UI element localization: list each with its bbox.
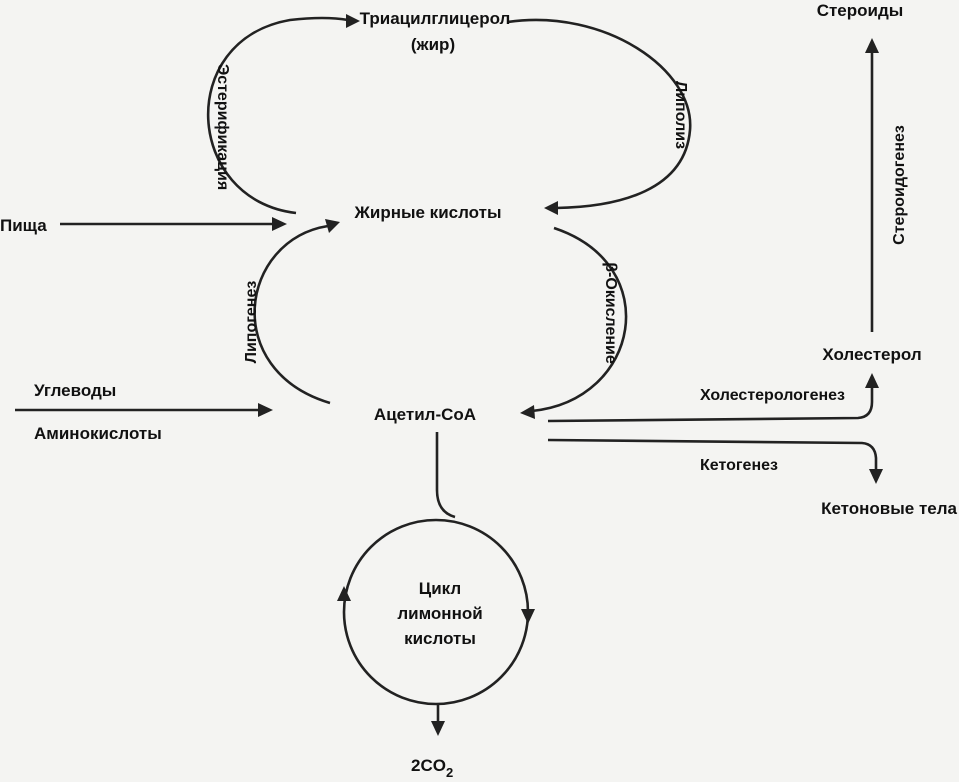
co2-prefix: 2CO bbox=[411, 756, 446, 775]
esterification-arc bbox=[206, 16, 349, 215]
fat-label: (жир) bbox=[411, 35, 455, 54]
cholesterol-label: Холестерол bbox=[822, 345, 921, 364]
co2-label: 2CO2 bbox=[411, 756, 453, 780]
steroidogenesis-label: Стероидогенез bbox=[891, 125, 908, 245]
lipolysis-label: Липолиз bbox=[672, 81, 689, 149]
acetyl-coa-label: Ацетил-СоА bbox=[374, 405, 476, 424]
carbs-aminoacids-arrowhead bbox=[258, 403, 273, 417]
triacylglycerol-label: Триацилглицерол bbox=[360, 9, 511, 28]
process-labels: Эстерификация Липолиз Липогенез β-Окисле… bbox=[214, 64, 908, 474]
co2-subscript: 2 bbox=[446, 765, 453, 780]
cholesterologenesis-line bbox=[547, 387, 874, 423]
cholesterologenesis-label: Холестерологенез bbox=[700, 387, 845, 404]
acetyl-to-cycle-line bbox=[435, 432, 456, 519]
cholesterologenesis-arrowhead bbox=[865, 373, 879, 388]
ketone-bodies-label: Кетоновые тела bbox=[821, 499, 957, 518]
citric-cycle-line3: кислоты bbox=[404, 629, 476, 648]
food-label: Пища bbox=[0, 216, 47, 235]
amino-acids-label: Аминокислоты bbox=[34, 424, 162, 443]
cycle-arrowhead-left bbox=[337, 586, 351, 601]
lipolysis-arrowhead bbox=[544, 201, 558, 215]
lipogenesis-arc bbox=[253, 224, 331, 405]
beta-oxidation-arrowhead bbox=[520, 405, 535, 419]
cycle-arrowhead-right bbox=[521, 609, 535, 624]
beta-oxidation-arc bbox=[531, 226, 628, 413]
lipolysis-arc bbox=[507, 18, 692, 210]
ketogenesis-arrowhead bbox=[869, 469, 883, 484]
co2-arrowhead bbox=[431, 721, 445, 736]
beta-oxidation-label: β-Окисление bbox=[602, 262, 619, 364]
esterification-arrowhead bbox=[346, 14, 360, 28]
steroids-label: Стероиды bbox=[817, 1, 904, 20]
citric-cycle-line1: Цикл bbox=[419, 579, 461, 598]
ketogenesis-line bbox=[547, 438, 878, 470]
carbohydrates-label: Углеводы bbox=[34, 381, 116, 400]
citric-cycle-line2: лимонной bbox=[397, 604, 482, 623]
fatty-acids-label: Жирные кислоты bbox=[354, 203, 502, 222]
lipogenesis-label: Липогенез bbox=[243, 281, 260, 364]
food-arrowhead bbox=[272, 217, 287, 231]
esterification-label: Эстерификация bbox=[214, 64, 231, 190]
connectors bbox=[15, 14, 883, 736]
ketogenesis-label: Кетогенез bbox=[700, 457, 778, 474]
lipogenesis-arrowhead bbox=[325, 219, 340, 233]
steroidogenesis-arrowhead bbox=[865, 38, 879, 53]
